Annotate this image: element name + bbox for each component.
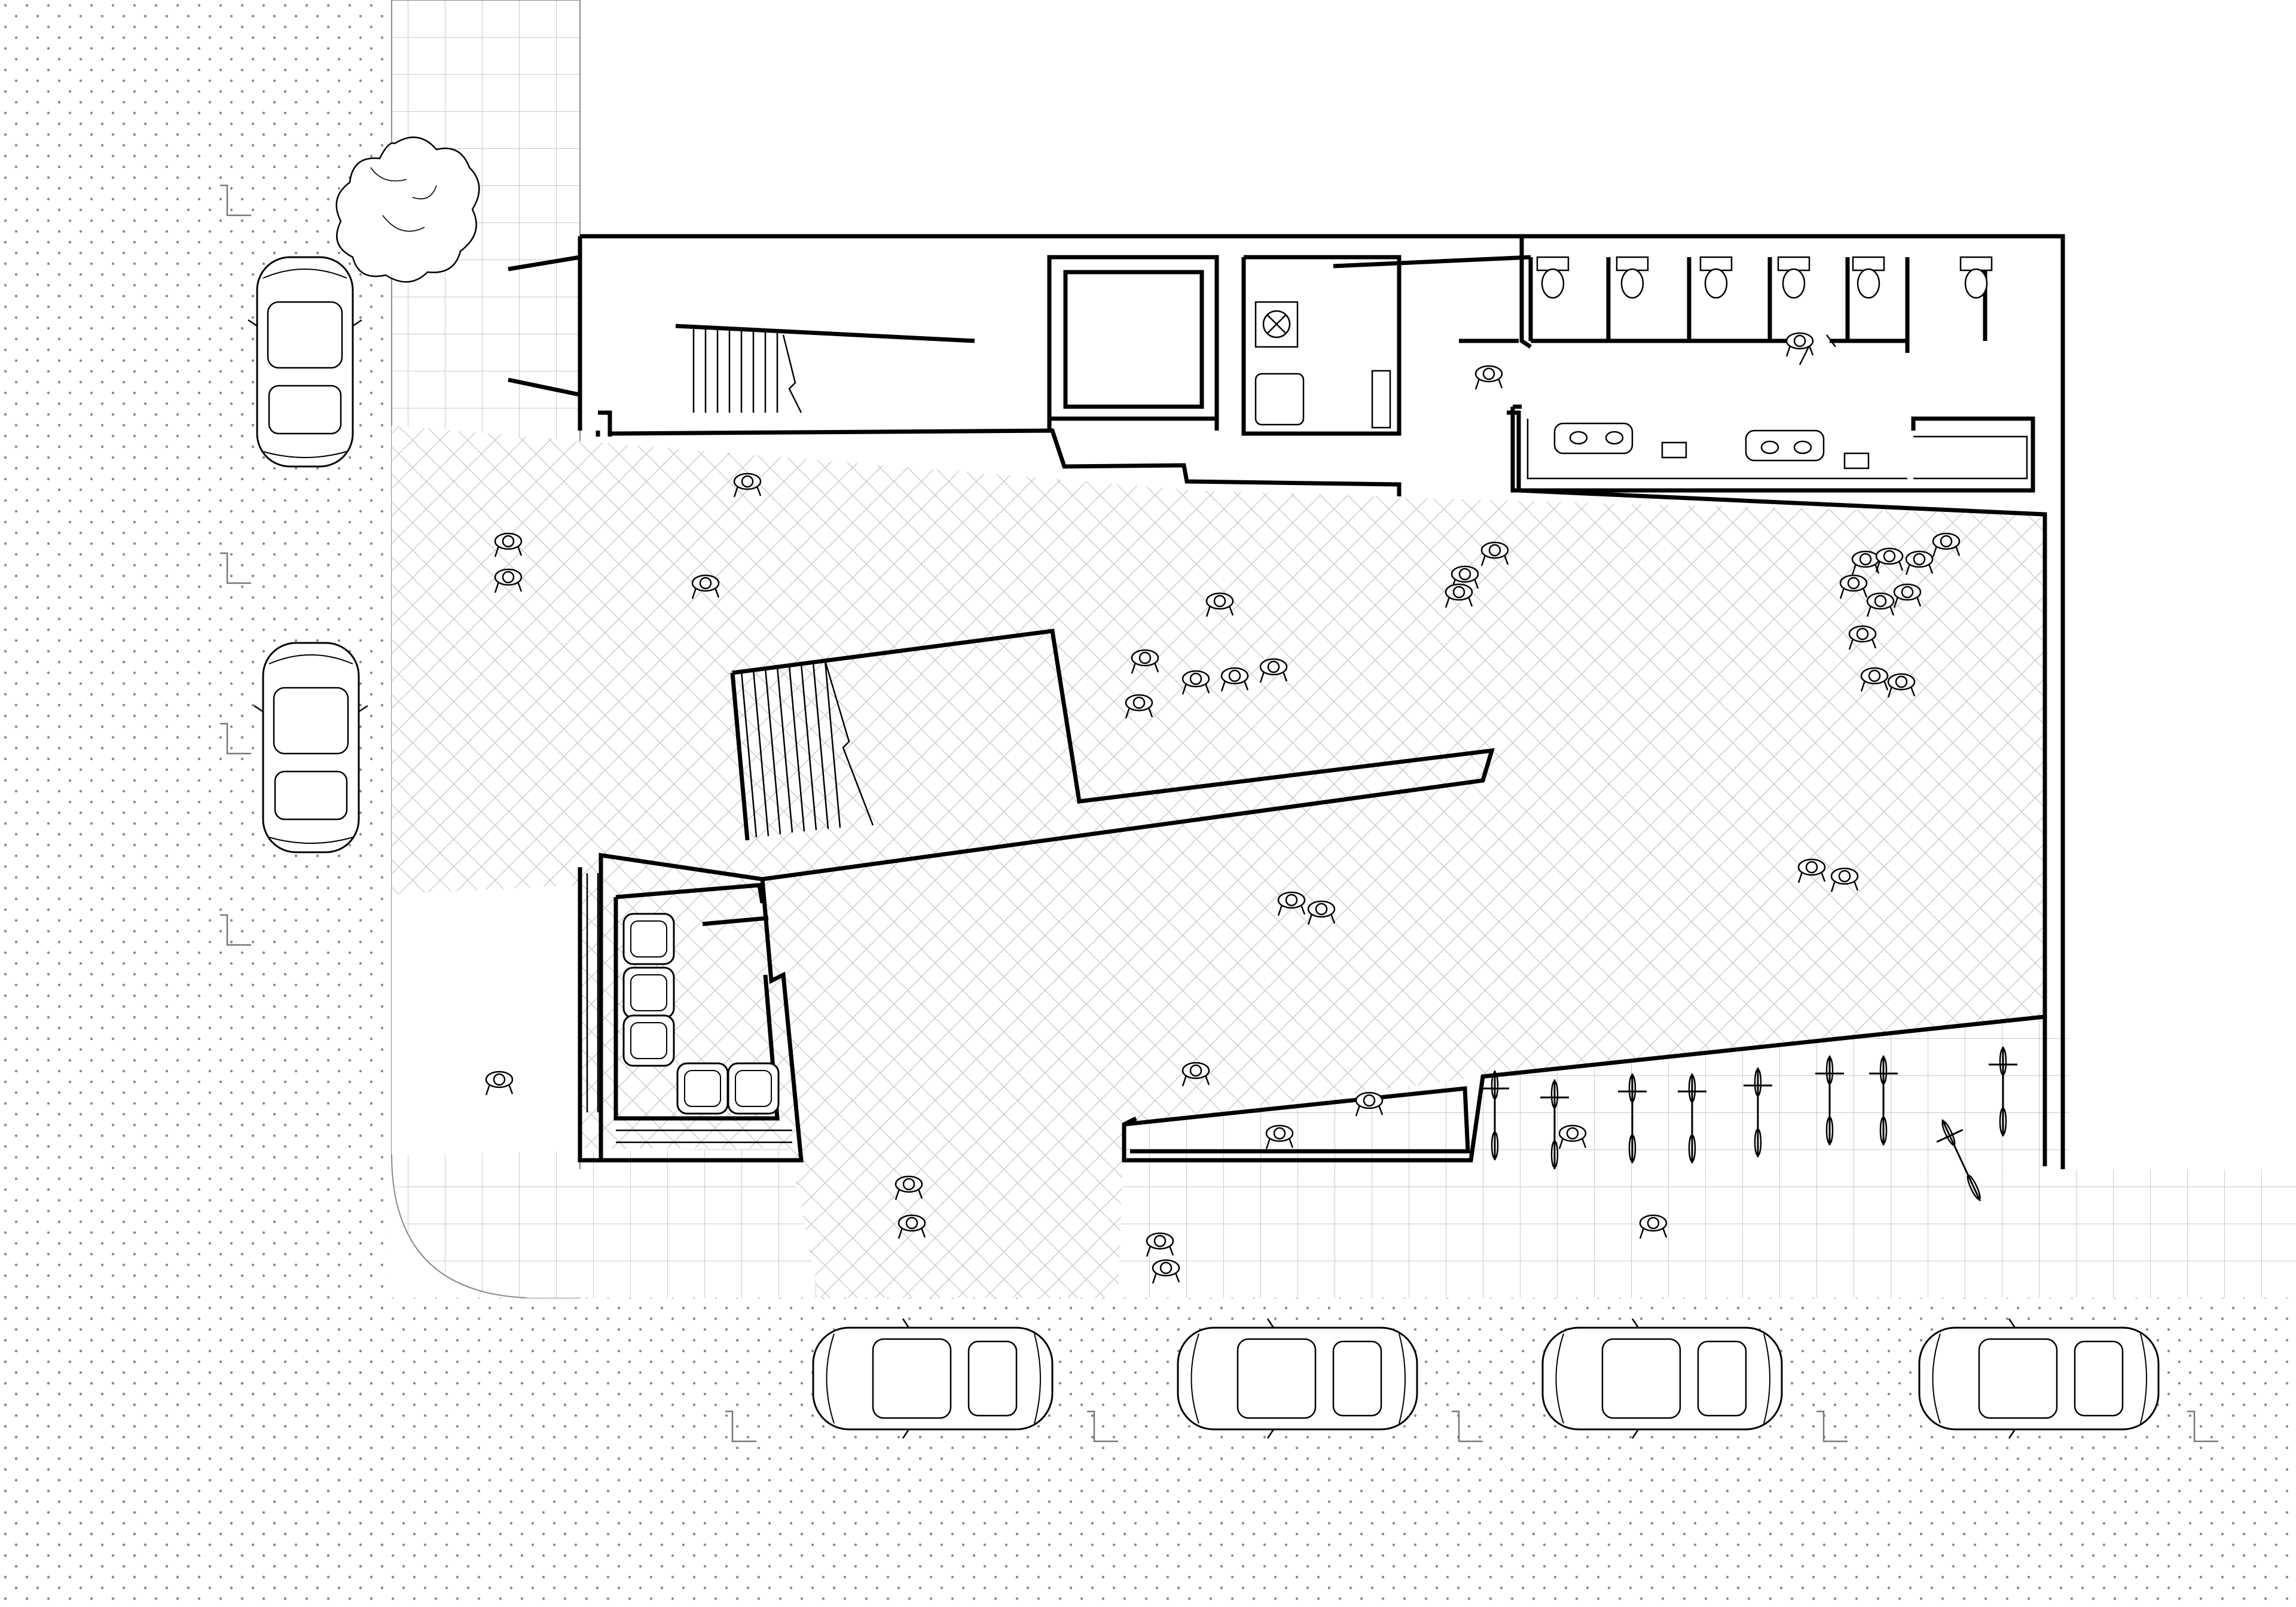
seat	[622, 966, 675, 1019]
elevator-shaft	[1047, 255, 1219, 431]
sidewalk-bottom-grid	[526, 1169, 2296, 1298]
seat	[676, 1062, 729, 1115]
service-room	[1241, 255, 1402, 436]
seat	[622, 1014, 675, 1067]
stair-top	[675, 324, 975, 413]
car-bottom-4	[1918, 1318, 2160, 1440]
road-bottom	[0, 1298, 2296, 1607]
building-walls	[508, 234, 2065, 1169]
seat	[622, 913, 675, 965]
toilet	[1699, 256, 1733, 299]
car-bottom-1	[812, 1318, 1054, 1440]
sidewalk-right-strip	[2066, 0, 2296, 1169]
toilet	[1536, 256, 1570, 299]
plaza-paving-hatch	[392, 426, 2045, 1298]
car-bottom-2	[1177, 1318, 1418, 1440]
toilet	[1852, 256, 1885, 299]
seat	[727, 1062, 780, 1115]
central-stair	[599, 629, 1495, 1163]
car-left-1	[247, 256, 363, 468]
restrooms	[1397, 236, 2035, 493]
toilet	[1777, 256, 1810, 299]
car-left-2	[253, 642, 369, 853]
car-bottom-3	[1541, 1318, 1783, 1440]
toilet	[1616, 256, 1649, 299]
tree	[335, 136, 480, 283]
waiting-room	[578, 867, 801, 1163]
